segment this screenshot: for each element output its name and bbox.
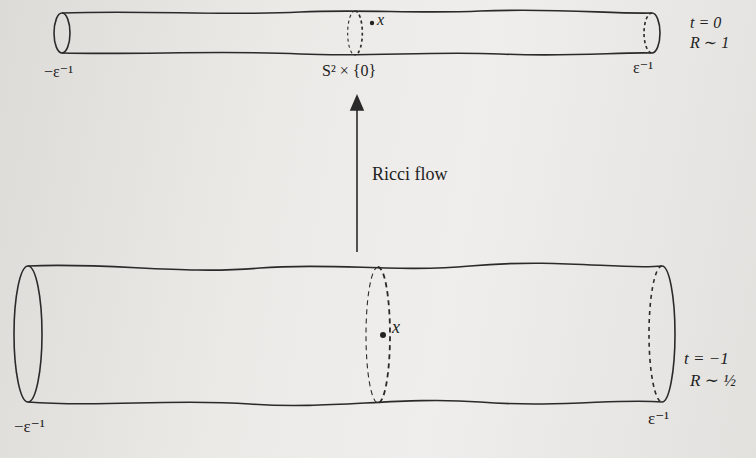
cylinder-end [652,13,660,53]
point-marker [370,21,374,25]
cylinder-end [649,266,662,402]
cylinder-end [644,13,652,53]
cross-section [348,11,355,55]
end-label: −ε⁻¹ [14,418,45,435]
curvature-label: R ∼ 1 [690,35,729,51]
cylinder-edge [62,52,652,55]
point-label: x [377,12,384,28]
cylinder-end [54,13,70,53]
cross-section [366,267,378,403]
cylinder-end [662,266,675,402]
arrow-head [351,96,363,110]
point-label: x [392,318,400,336]
time-label: t = 0 [690,15,721,31]
cross-section [378,267,390,403]
cross-section [355,11,362,55]
flow-label: Ricci flow [372,165,447,183]
sphere-label: S² × {0} [322,63,376,79]
curvature-label: R ∼ ½ [690,372,736,389]
end-label: ε⁻¹ [633,60,653,76]
cylinder-edge [28,263,662,270]
time-label: t = −1 [684,350,729,367]
cylinder-end [14,266,42,402]
point-marker [380,332,386,338]
cylinder-edge [28,400,662,405]
end-label: −ε⁻¹ [44,64,73,80]
end-label: ε⁻¹ [648,410,669,427]
flow-arrow [356,104,358,252]
